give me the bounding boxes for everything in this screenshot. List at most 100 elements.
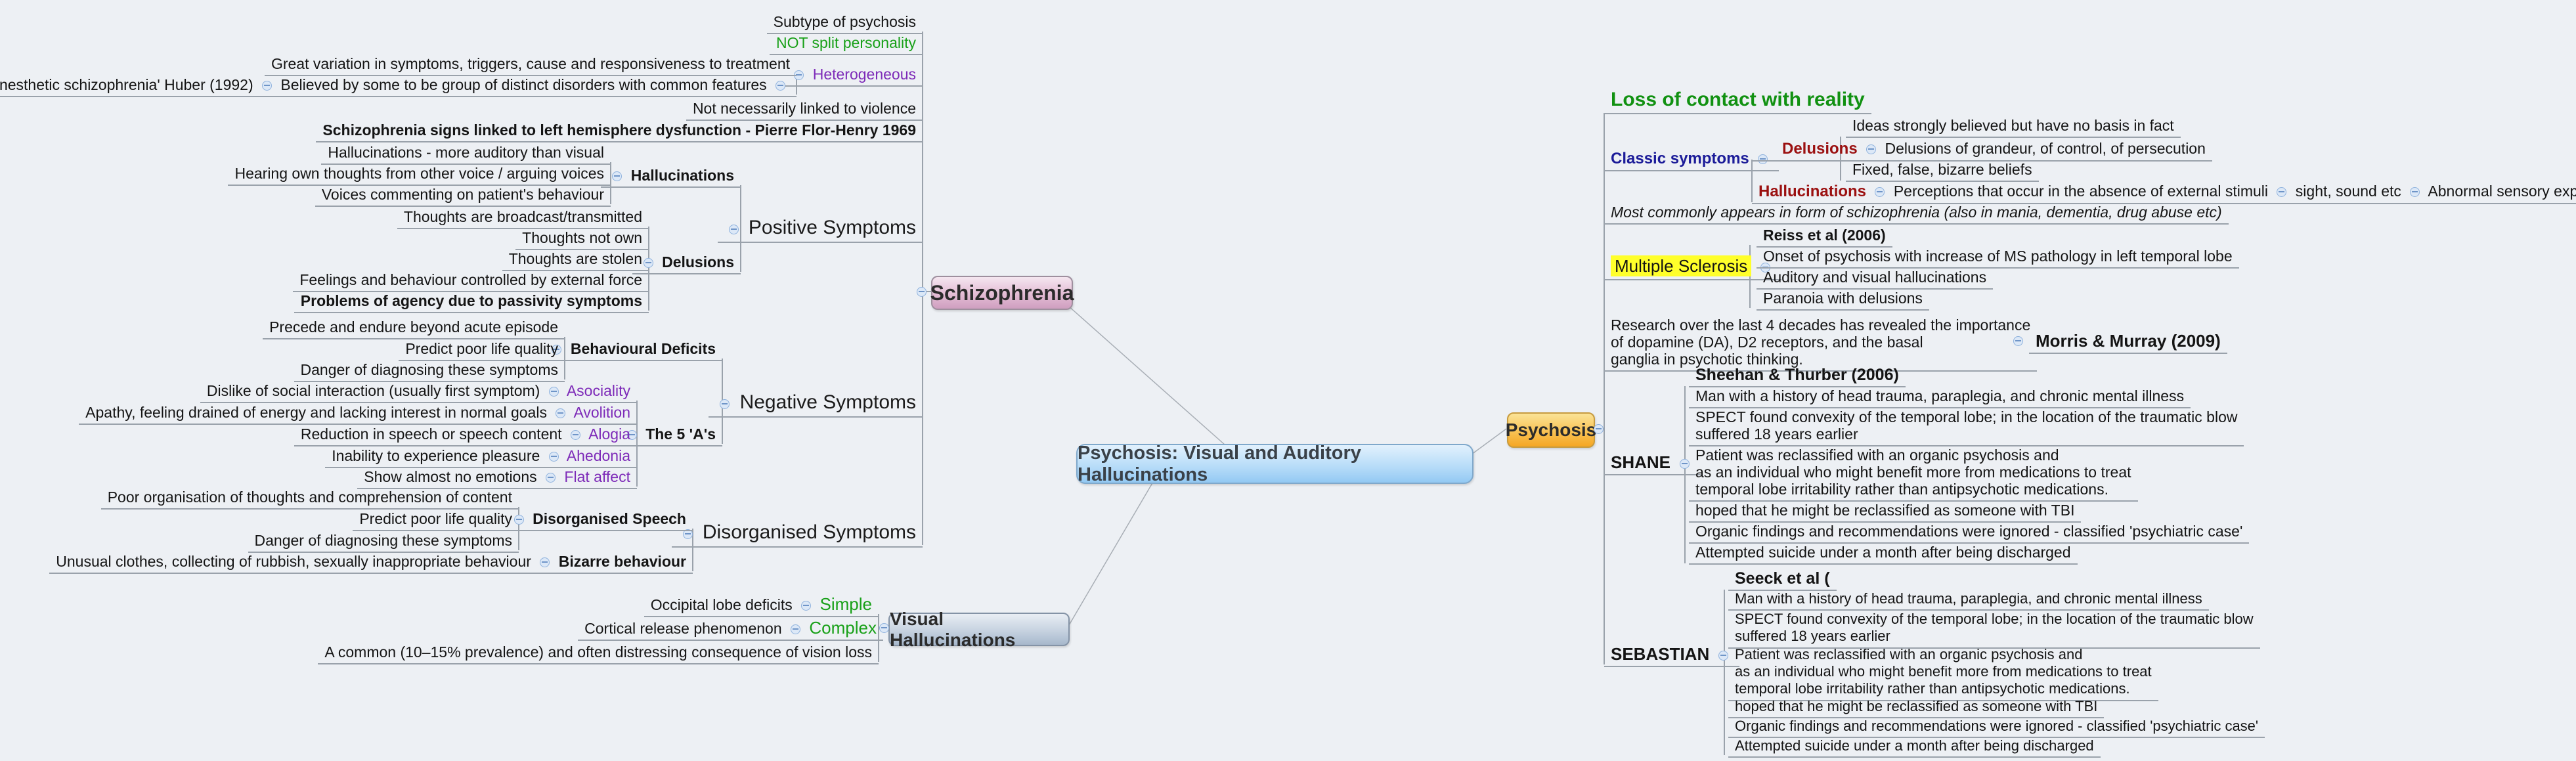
node-ahedonia[interactable]: Inability to experience pleasure Ahedoni… <box>325 446 637 468</box>
node-sebastian-suicide[interactable]: Attempted suicide under a month after be… <box>1728 737 2101 758</box>
visual-hallucinations-node[interactable]: Visual Hallucinations <box>888 609 1070 650</box>
node-sebastian-patient[interactable]: Patient was reclassified with an organic… <box>1728 645 2158 701</box>
node-problems-of-agency[interactable]: Problems of agency due to passivity symp… <box>294 291 649 313</box>
collapse-icon[interactable] <box>728 225 739 234</box>
node-hearing-own-thoughts[interactable]: Hearing own thoughts from other voice / … <box>228 163 611 186</box>
node-morris-murray-study[interactable]: Morris & Murray (2009) <box>2029 330 2227 354</box>
node-thoughts-not-own[interactable]: Thoughts not own <box>515 228 649 250</box>
node-most-commonly[interactable]: Most commonly appears in form of schizop… <box>1604 202 2229 225</box>
collapse-icon[interactable] <box>2410 187 2420 197</box>
node-asociality[interactable]: Dislike of social interaction (usually f… <box>200 381 637 403</box>
collapse-icon[interactable] <box>801 601 812 611</box>
node-voices-commenting[interactable]: Voices commenting on patient's behaviour <box>315 185 611 207</box>
node-believed-distinct-disorders[interactable]: e.g. 'cenesthetic schizophrenia' Huber (… <box>0 75 797 97</box>
node-danger-diagnosing-2[interactable]: Danger of diagnosing these symptoms <box>248 531 519 553</box>
node-hallucinations-auditory[interactable]: Hallucinations - more auditory than visu… <box>321 142 611 165</box>
node-sebastian-man[interactable]: Man with a history of head trauma, parap… <box>1728 590 2209 611</box>
collapse-icon[interactable] <box>546 473 556 483</box>
node-shane[interactable]: SHANE <box>1604 452 1701 475</box>
collapse-icon[interactable] <box>513 515 524 525</box>
node-thoughts-stolen[interactable]: Thoughts are stolen <box>502 249 649 271</box>
node-danger-diagnosing[interactable]: Danger of diagnosing these symptoms <box>294 360 565 382</box>
node-shane-patient[interactable]: Patient was reclassified with an organic… <box>1689 445 2138 502</box>
psychosis-node[interactable]: Psychosis <box>1506 412 1596 448</box>
node-behavioural-deficits[interactable]: Behavioural Deficits <box>540 339 722 361</box>
node-dopamine-research[interactable]: Research over the last 4 decades has rev… <box>1604 315 2038 372</box>
node-external-force[interactable]: Feelings and behaviour controlled by ext… <box>293 270 649 292</box>
collapse-icon[interactable] <box>626 430 637 440</box>
collapse-icon[interactable] <box>540 557 550 567</box>
collapse-icon[interactable] <box>1866 144 1877 154</box>
node-reiss-study[interactable]: Reiss et al (2006) <box>1757 225 1892 248</box>
node-predict-poor-life-quality[interactable]: Predict poor life quality <box>399 339 565 361</box>
node-disorganised-symptoms[interactable]: Disorganised Symptoms <box>671 520 923 548</box>
node-fixed-false-beliefs[interactable]: Fixed, false, bizarre beliefs <box>1846 160 2039 182</box>
node-shane-hoped[interactable]: hoped that he might be reclassified as s… <box>1689 500 2082 523</box>
node-subtype-of-psychosis[interactable]: Subtype of psychosis <box>766 12 923 34</box>
node-ms-finding-paranoia[interactable]: Paranoia with delusions <box>1757 288 1929 311</box>
node-positive-symptoms[interactable]: Positive Symptoms <box>717 215 923 243</box>
node-not-split-personality[interactable]: NOT split personality <box>769 33 923 55</box>
node-flat-affect[interactable]: Show almost no emotions Flat affect <box>357 467 637 489</box>
collapse-icon[interactable] <box>548 452 559 462</box>
node-great-variation[interactable]: Great variation in symptoms, triggers, c… <box>264 54 797 76</box>
node-delusions-rt[interactable]: Delusions Delusions of grandeur, of cont… <box>1752 139 2212 162</box>
collapse-icon[interactable] <box>1718 651 1729 661</box>
collapse-icon[interactable] <box>552 345 562 355</box>
node-sebastian-hoped[interactable]: hoped that he might be reclassified as s… <box>1728 697 2105 718</box>
node-poor-organisation[interactable]: Poor organisation of thoughts and compre… <box>100 487 519 510</box>
collapse-icon[interactable] <box>775 81 785 91</box>
collapse-icon[interactable] <box>2013 336 2023 346</box>
collapse-icon[interactable] <box>794 70 804 80</box>
node-thoughts-broadcast[interactable]: Thoughts are broadcast/transmitted <box>397 207 649 229</box>
collapse-icon[interactable] <box>917 287 927 297</box>
collapse-icon[interactable] <box>612 171 622 181</box>
node-seeck-study[interactable]: Seeck et al ( <box>1728 569 1837 591</box>
node-not-linked-to-violence[interactable]: Not necessarily linked to violence <box>686 98 923 121</box>
collapse-icon[interactable] <box>548 387 559 397</box>
node-hallucinations-rt[interactable]: Hallucinations Perceptions that occur in… <box>1752 181 2576 204</box>
node-sebastian-spect[interactable]: SPECT found convexity of the temporal lo… <box>1728 609 2260 649</box>
node-bizarre-behaviour[interactable]: Unusual clothes, collecting of rubbish, … <box>49 552 693 574</box>
node-avolition[interactable]: Apathy, feeling drained of energy and la… <box>79 402 637 425</box>
node-ms-finding-onset[interactable]: Onset of psychosis with increase of MS p… <box>1757 246 2239 269</box>
node-shane-suicide[interactable]: Attempted suicide under a month after be… <box>1689 542 2078 565</box>
node-loss-of-contact[interactable]: Loss of contact with reality <box>1604 88 1871 114</box>
node-precede-acute-episode[interactable]: Precede and endure beyond acute episode <box>263 317 565 339</box>
collapse-icon[interactable] <box>682 529 693 539</box>
schizophrenia-node[interactable]: Schizophrenia <box>930 276 1074 310</box>
node-simple-vh[interactable]: Occipital lobe deficits Simple <box>644 594 879 617</box>
node-shane-man[interactable]: Man with a history of head trauma, parap… <box>1689 386 2191 408</box>
node-delusions-group[interactable]: Delusions <box>632 252 741 274</box>
node-the-5-as[interactable]: The 5 'A's <box>615 424 722 446</box>
node-negative-symptoms[interactable]: Negative Symptoms <box>709 390 923 418</box>
central-topic-node[interactable]: Psychosis: Visual and Auditory Hallucina… <box>1076 443 1474 485</box>
node-ms-finding-hallucinations[interactable]: Auditory and visual hallucinations <box>1757 267 1994 290</box>
collapse-icon[interactable] <box>1758 154 1768 164</box>
node-sheehan-thurber-study[interactable]: Sheehan & Thurber (2006) <box>1689 365 1906 387</box>
node-alogia[interactable]: Reduction in speech or speech content Al… <box>294 424 637 446</box>
node-flor-henry[interactable]: Schizophrenia signs linked to left hemis… <box>316 120 923 142</box>
node-hallucinations-group[interactable]: Hallucinations <box>601 165 741 188</box>
collapse-icon[interactable] <box>262 81 273 91</box>
node-sebastian-organic[interactable]: Organic findings and recommendations wer… <box>1728 717 2265 738</box>
node-vision-loss-consequence[interactable]: A common (10–15% prevalence) and often d… <box>318 642 879 664</box>
collapse-icon[interactable] <box>1680 459 1690 469</box>
collapse-icon[interactable] <box>2277 187 2287 197</box>
node-shane-organic[interactable]: Organic findings and recommendations wer… <box>1689 521 2250 544</box>
node-ideas-strongly-believed[interactable]: Ideas strongly believed but have no basi… <box>1846 116 2181 138</box>
node-predict-poor-life-quality-2[interactable]: Predict poor life quality <box>353 509 519 531</box>
collapse-icon[interactable] <box>1875 187 1885 197</box>
node-complex-vh[interactable]: Cortical release phenomenon Complex <box>578 618 883 641</box>
node-shane-spect[interactable]: SPECT found convexity of the temporal lo… <box>1689 407 2244 446</box>
node-sebastian[interactable]: SEBASTIAN <box>1604 643 1740 667</box>
node-multiple-sclerosis[interactable]: Multiple Sclerosis <box>1604 255 1781 280</box>
collapse-icon[interactable] <box>570 430 580 440</box>
collapse-icon[interactable] <box>720 399 730 409</box>
collapse-icon[interactable] <box>556 408 566 418</box>
collapse-icon[interactable] <box>879 623 889 633</box>
node-heterogeneous[interactable]: Heterogeneous <box>783 64 923 87</box>
collapse-icon[interactable] <box>643 258 653 268</box>
collapse-icon[interactable] <box>1594 424 1604 434</box>
collapse-icon[interactable] <box>791 624 801 634</box>
